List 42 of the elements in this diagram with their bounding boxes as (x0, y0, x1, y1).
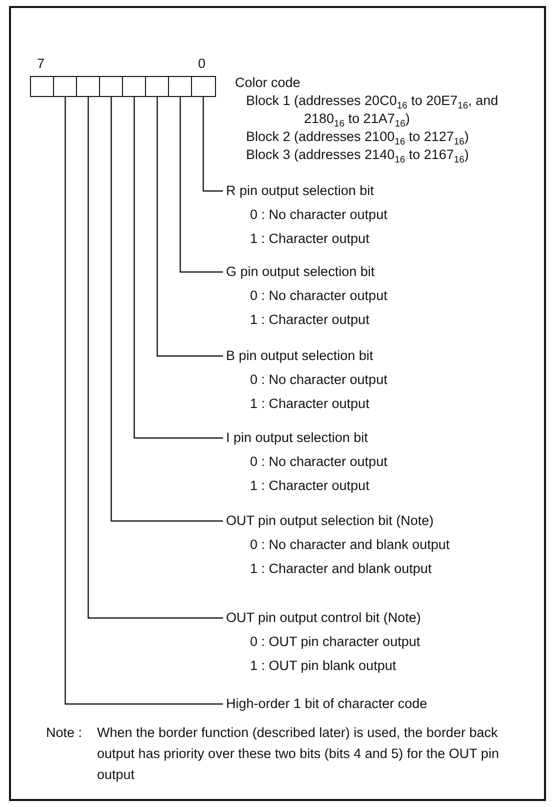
bit-number: 7 (37, 55, 45, 73)
address-range: Block 1 (addresses 20C0$_{16}$ to 20E7$_{16}$, and 2180$_{16}$ to 21A7$_{16}$) (246, 92, 500, 128)
bit-cell (168, 76, 192, 97)
note-text: When the border function (described later) is used, the border back output has priority over these two bits (bits 4 and 5) for the OUT pin output (97, 724, 500, 784)
bit-description: I pin output selection bit (226, 429, 369, 447)
bit-value-description: 0 : No character output (250, 371, 388, 389)
bit-value-description: 0 : No character output (250, 287, 388, 305)
bit-value-description: 1 : OUT pin blank output (250, 657, 398, 675)
register-name: Color code (235, 74, 300, 92)
leader-line (110, 97, 223, 522)
leader-line (64, 97, 223, 705)
bit-value-description: 1 : Character and blank output (250, 560, 433, 578)
bit-cell (76, 76, 100, 97)
bit-value-description: 0 : OUT pin character output (250, 633, 421, 651)
bit-cell (145, 76, 170, 97)
leader-line (88, 97, 223, 619)
address-range: Block 3 (addresses 2140$_{16}$ to 2167$_{16}$) (246, 146, 469, 164)
bit-description: OUT pin output selection bit (Note) (226, 512, 435, 530)
bit-description: B pin output selection bit (226, 347, 374, 365)
bit-value-description: 1 : Character output (250, 311, 370, 329)
bit-value-description: 1 : Character output (250, 477, 370, 495)
bit-cell (99, 76, 124, 97)
address-range: Block 2 (addresses 2100$_{16}$ to 2127$_{16}$) (246, 128, 469, 146)
bit-value-description: 0 : No character output (250, 206, 388, 224)
note-label: Note : (46, 724, 82, 742)
bit-cell (122, 76, 146, 97)
leader-line (180, 97, 223, 273)
bit-value-description: 1 : Character output (250, 395, 370, 413)
bit-number: 0 (198, 55, 206, 73)
leader-line (202, 97, 223, 192)
bit-description: High-order 1 bit of character code (226, 695, 428, 713)
bit-description: R pin output selection bit (226, 182, 375, 200)
bit-value-description: 0 : No character and blank output (250, 536, 450, 554)
bit-cell (191, 76, 216, 97)
bit-cell (30, 76, 54, 97)
bit-cell (53, 76, 78, 97)
leader-line (156, 97, 223, 357)
bit-description: OUT pin output control bit (Note) (226, 609, 421, 627)
bit-value-description: 0 : No character output (250, 453, 388, 471)
bit-value-description: 1 : Character output (250, 230, 370, 248)
leader-line (134, 97, 223, 439)
bit-description: G pin output selection bit (226, 263, 376, 281)
